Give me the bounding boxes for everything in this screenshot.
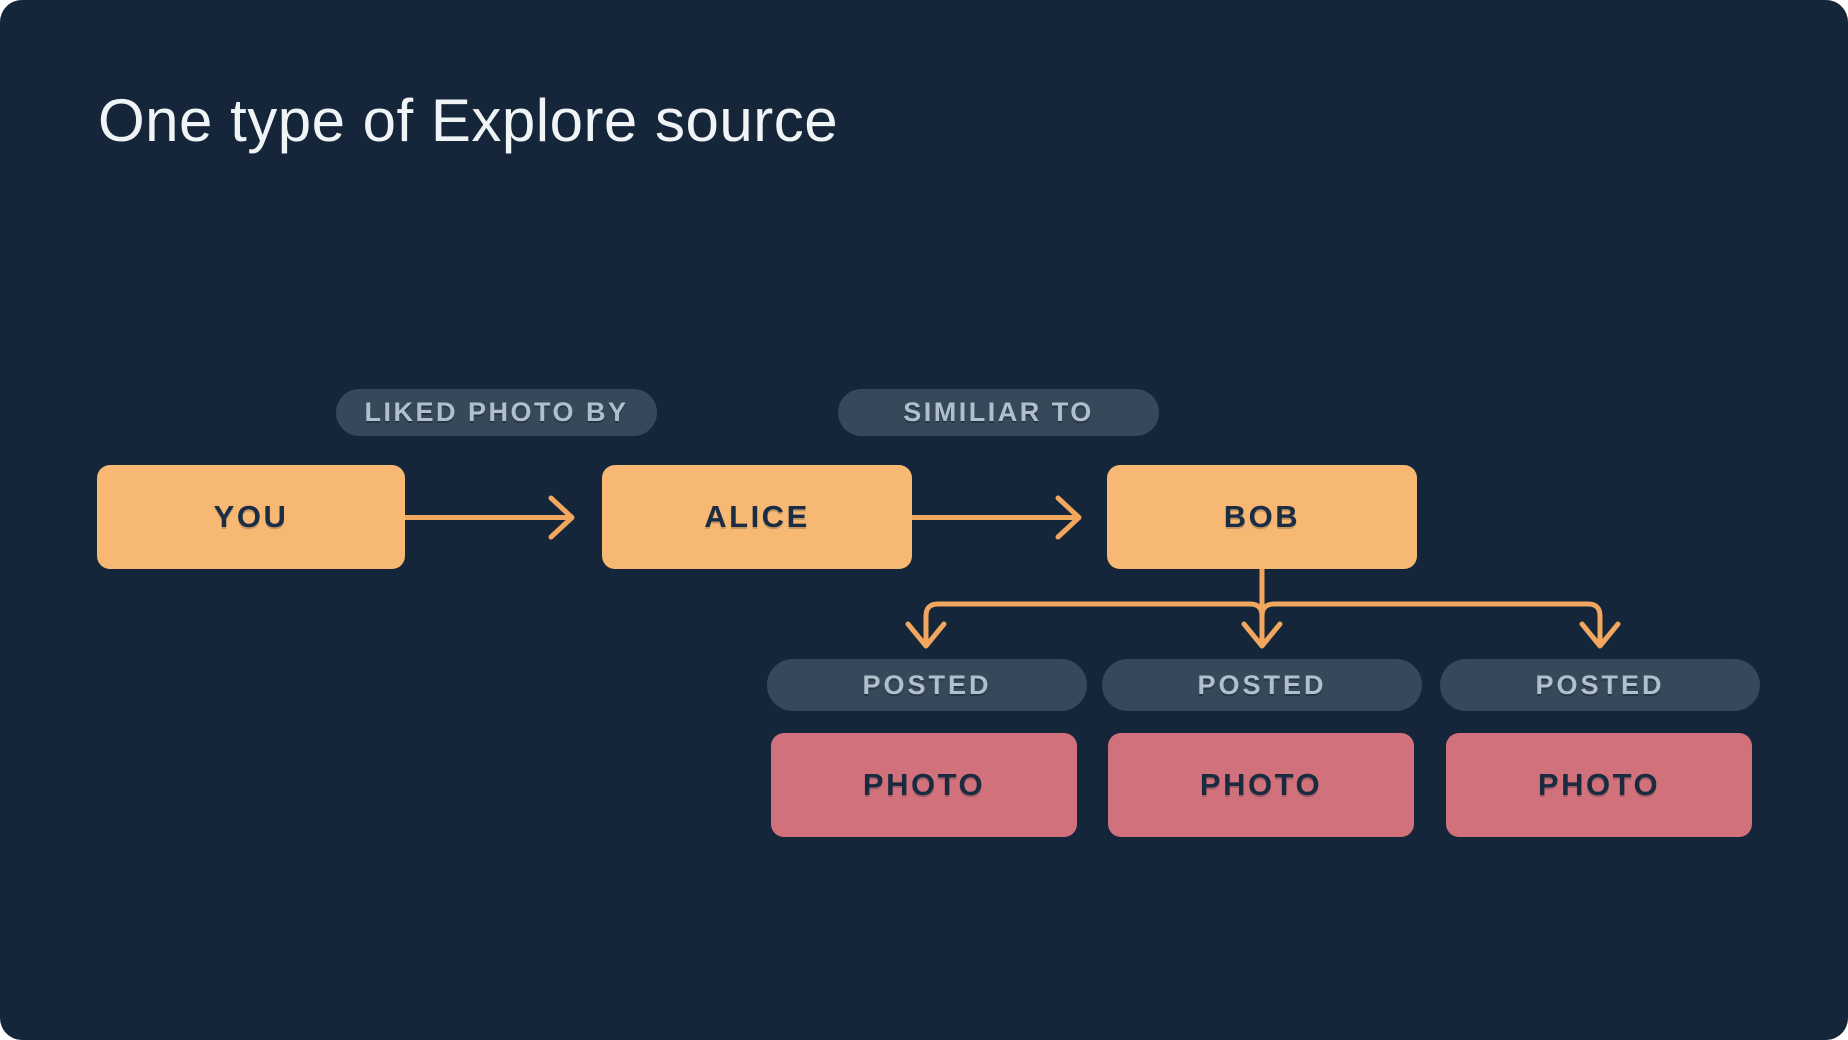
node-photo-1: PHOTO <box>771 733 1077 837</box>
arrow-bob-branch-left <box>923 601 1265 643</box>
arrow-you-alice-head-icon <box>548 495 575 540</box>
node-photo-3: PHOTO <box>1446 733 1752 837</box>
arrow-down-head-right-icon <box>1579 621 1621 649</box>
arrow-alice-bob-head-icon <box>1055 495 1082 540</box>
node-bob: BOB <box>1107 465 1417 569</box>
edge-label-posted-1: POSTED <box>767 659 1087 711</box>
arrow-down-head-left-icon <box>905 621 947 649</box>
edge-label-posted-3: POSTED <box>1440 659 1760 711</box>
node-alice: ALICE <box>602 465 912 569</box>
arrow-bob-branch-right <box>1259 601 1603 643</box>
node-photo-2: PHOTO <box>1108 733 1414 837</box>
edge-label-liked-photo-by: LIKED PHOTO BY <box>336 389 657 436</box>
edge-label-posted-2: POSTED <box>1102 659 1422 711</box>
node-you: YOU <box>97 465 405 569</box>
edge-label-similar-to: SIMILIAR TO <box>838 389 1159 436</box>
slide-title: One type of Explore source <box>98 87 839 154</box>
arrow-down-head-center-icon <box>1241 621 1283 649</box>
